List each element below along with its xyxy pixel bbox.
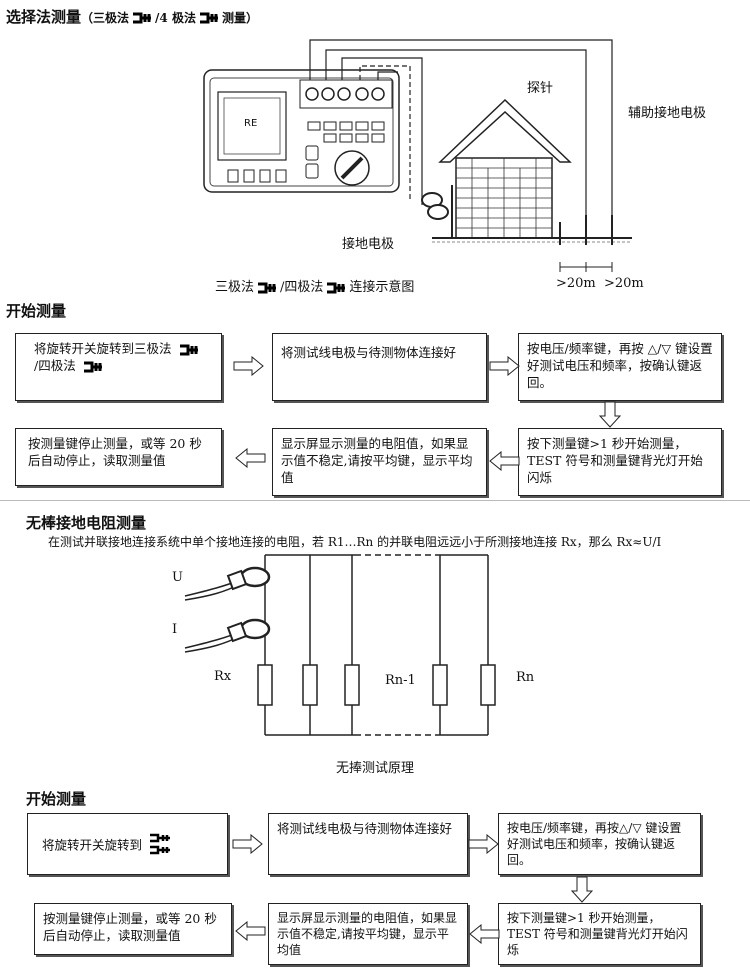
ground-electrode-label: 接地电极 — [342, 237, 395, 252]
flow1-step1b-text: /四极法 — [34, 358, 76, 373]
section-divider — [0, 500, 750, 501]
section1-title: 选择法测量 — [6, 8, 82, 26]
flow1-step5: 显示屏显示测量的电阻值，如果显示值不稳定,请按平均键，显示平均值 — [272, 428, 487, 496]
arrow-right-icon — [489, 356, 520, 376]
distance-label-1: >20m — [556, 276, 596, 291]
arrow-down-icon — [570, 876, 594, 903]
flow1-step1-text: 将旋转开关旋转到三极法 — [34, 341, 172, 356]
meter-panel — [209, 77, 394, 187]
label-rn1: Rn-1 — [385, 673, 416, 688]
flow2-step4: 按下测量键>1 秒开始测量，TEST 符号和测量键背光灯开始闪烁 — [498, 903, 701, 965]
flow1-step2: 将测试线电极与待测物体连接好 — [272, 333, 487, 401]
section2-caption: 无捧测试原理 — [336, 761, 415, 776]
four-pole-icon — [83, 361, 102, 372]
four-pole-icon — [327, 282, 346, 293]
diagram-caption: 三极法/四极法 连接示意图 — [215, 276, 414, 295]
flow2-step2: 将测试线电极与待测物体连接好 — [268, 813, 468, 875]
arrow-left-icon — [235, 921, 266, 941]
flow1-step1: 将旋转开关旋转到三极法 /四极法 — [15, 333, 222, 401]
flow1-step3: 按电压/频率键，再按 △/▽ 键设置好测试电压和频率，按确认键返回。 — [518, 333, 722, 401]
label-u: U — [172, 570, 183, 585]
section2-desc: 在测试并联接地连接系统中单个接地连接的电阻，若 R1…Rn 的并联电阻远远小于所… — [48, 535, 662, 549]
aux-electrode-label: 辅助接地电极 — [628, 106, 707, 121]
section1-heading: 选择法测量（三极法/4 极法 测量） — [6, 6, 258, 27]
meter-screen — [217, 91, 287, 161]
distance-label-2: >20m — [604, 276, 644, 291]
arrow-left-icon — [469, 924, 500, 944]
flow1-step4: 按下测量键>1 秒开始测量，TEST 符号和测量键背光灯开始闪烁 — [518, 428, 722, 496]
caption-part-b: /四极法 — [280, 280, 324, 295]
flow2-step6: 按测量键停止测量，或等 20 秒后自动停止，读取测量值 — [34, 903, 232, 955]
flow2-step1: 将旋转开关旋转到 — [27, 813, 228, 875]
flow2-step1-text: 将旋转开关旋转到 — [42, 837, 143, 853]
meter-screen-text: RE — [244, 118, 258, 129]
section1-subtitle-mid: /4 极法 — [155, 11, 196, 25]
caption-part-c: 连接示意图 — [349, 280, 415, 295]
three-pole-icon — [258, 282, 277, 293]
flow2-title: 开始测量 — [26, 790, 87, 808]
probe-label: 探针 — [527, 81, 554, 96]
label-rn: Rn — [516, 670, 535, 685]
label-i: I — [172, 622, 178, 637]
flow2-step3: 按电压/频率键，再按△/▽ 键设置好测试电压和频率，按确认键返回。 — [498, 813, 701, 875]
clampless-diagram — [184, 554, 496, 736]
clamp-mode-icon — [150, 833, 170, 855]
arrow-right-icon — [232, 834, 263, 854]
flow2-step5: 显示屏显示测量的电阻值，如果显示值不稳定,请按平均键，显示平均值 — [268, 903, 468, 965]
section1-subtitle-prefix: （三极法 — [81, 11, 130, 25]
arrow-down-icon — [598, 401, 622, 428]
four-pole-icon — [199, 12, 218, 24]
arrow-left-icon — [489, 451, 520, 471]
section1-subtitle-suffix: 测量） — [221, 11, 258, 25]
flow1-step6: 按测量键停止测量，或等 20 秒后自动停止，读取测量值 — [15, 428, 222, 486]
arrow-left-icon — [235, 448, 266, 468]
caption-part-a: 三极法 — [215, 280, 255, 295]
three-pole-icon — [133, 12, 152, 24]
three-pole-icon — [179, 344, 198, 355]
flow1-title: 开始测量 — [6, 302, 67, 320]
house-drawing — [438, 98, 572, 239]
connection-diagram — [203, 39, 632, 272]
label-rx: Rx — [214, 669, 232, 684]
arrow-right-icon — [233, 356, 264, 376]
section2-title: 无棒接地电阻测量 — [26, 514, 147, 532]
arrow-right-icon — [468, 834, 499, 854]
